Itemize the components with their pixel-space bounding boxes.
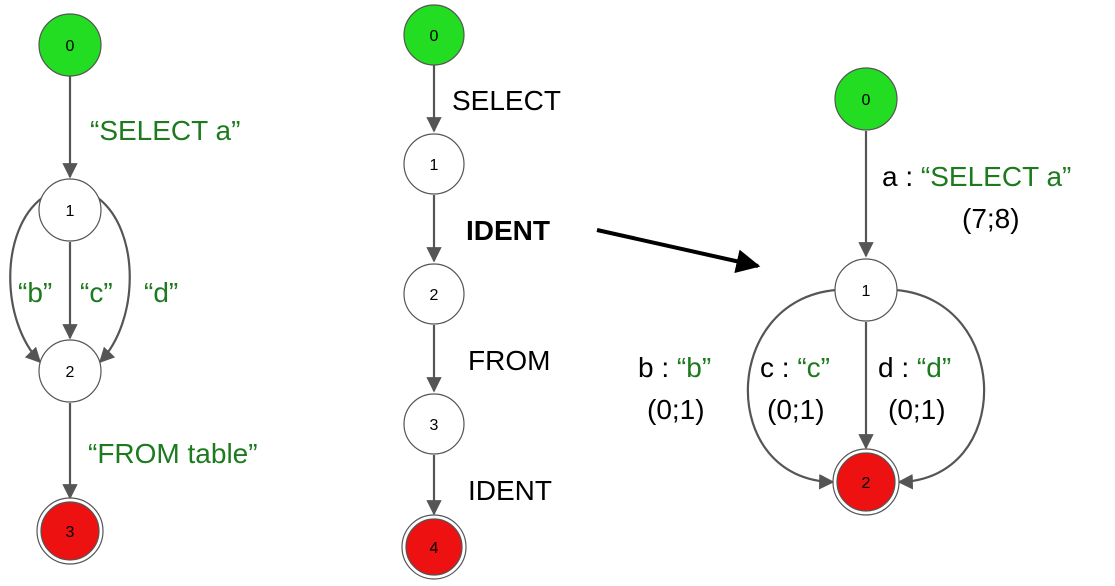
right-label-a: a : “SELECT a”: [882, 161, 1071, 192]
svg-text:0: 0: [430, 28, 439, 45]
svg-text:0: 0: [66, 38, 75, 55]
mid-node-3: 3: [403, 393, 465, 455]
right-label-b-range: (0;1): [647, 394, 705, 425]
left-label-d: “d”: [144, 277, 178, 308]
left-label-select-a: “SELECT a”: [90, 115, 240, 146]
svg-text:2: 2: [862, 475, 871, 492]
mid-label-ident-2: IDENT: [468, 475, 552, 506]
right-graph: 0 1 2 a : “SELECT a” (7;8) b : “b” (0;1)…: [638, 67, 1071, 516]
left-node-0: 0: [38, 13, 102, 77]
left-label-from-table: “FROM table”: [88, 438, 258, 469]
right-edge-d: [895, 288, 986, 490]
left-node-3-final: 3: [36, 497, 104, 565]
svg-text:1: 1: [430, 157, 439, 174]
mid-node-2: 2: [403, 263, 465, 325]
right-label-c-range: (0;1): [767, 394, 825, 425]
svg-text:3: 3: [430, 417, 439, 434]
mid-label-select: SELECT: [452, 85, 561, 116]
mid-label-ident-1: IDENT: [466, 215, 550, 246]
right-node-0: 0: [834, 67, 898, 131]
svg-text:2: 2: [430, 287, 439, 304]
left-node-2: 2: [38, 339, 102, 403]
left-graph: 0 1 2 3 “SELECT a” “b” “c” “d” “FROM tab…: [9, 13, 258, 565]
right-label-c: c : “c”: [760, 352, 830, 383]
mid-label-from: FROM: [468, 345, 550, 376]
left-label-b: “b”: [18, 277, 52, 308]
right-label-b: b : “b”: [638, 352, 711, 383]
right-label-d: d : “d”: [878, 352, 951, 383]
transform-arrow: [596, 228, 761, 273]
svg-text:3: 3: [66, 524, 75, 541]
right-node-2-final: 2: [832, 448, 900, 516]
left-label-c: “c”: [80, 277, 113, 308]
svg-text:1: 1: [862, 283, 871, 300]
mid-node-4-final: 4: [401, 514, 467, 580]
right-edge-b: [746, 288, 837, 490]
left-node-1: 1: [38, 178, 102, 242]
left-edge-1-2-d: [97, 197, 131, 364]
svg-text:1: 1: [66, 203, 75, 220]
svg-text:0: 0: [862, 92, 871, 109]
mid-node-1: 1: [403, 133, 465, 195]
svg-text:2: 2: [66, 364, 75, 381]
left-edge-1-2-b: [9, 197, 43, 364]
right-label-d-range: (0;1): [888, 394, 946, 425]
middle-graph: 0 1 2 3 4 SELECT IDENT FROM IDENT: [401, 4, 561, 580]
right-node-1: 1: [834, 258, 898, 322]
right-label-a-range: (7;8): [962, 203, 1020, 234]
svg-text:4: 4: [430, 540, 439, 557]
mid-node-0: 0: [403, 4, 465, 66]
